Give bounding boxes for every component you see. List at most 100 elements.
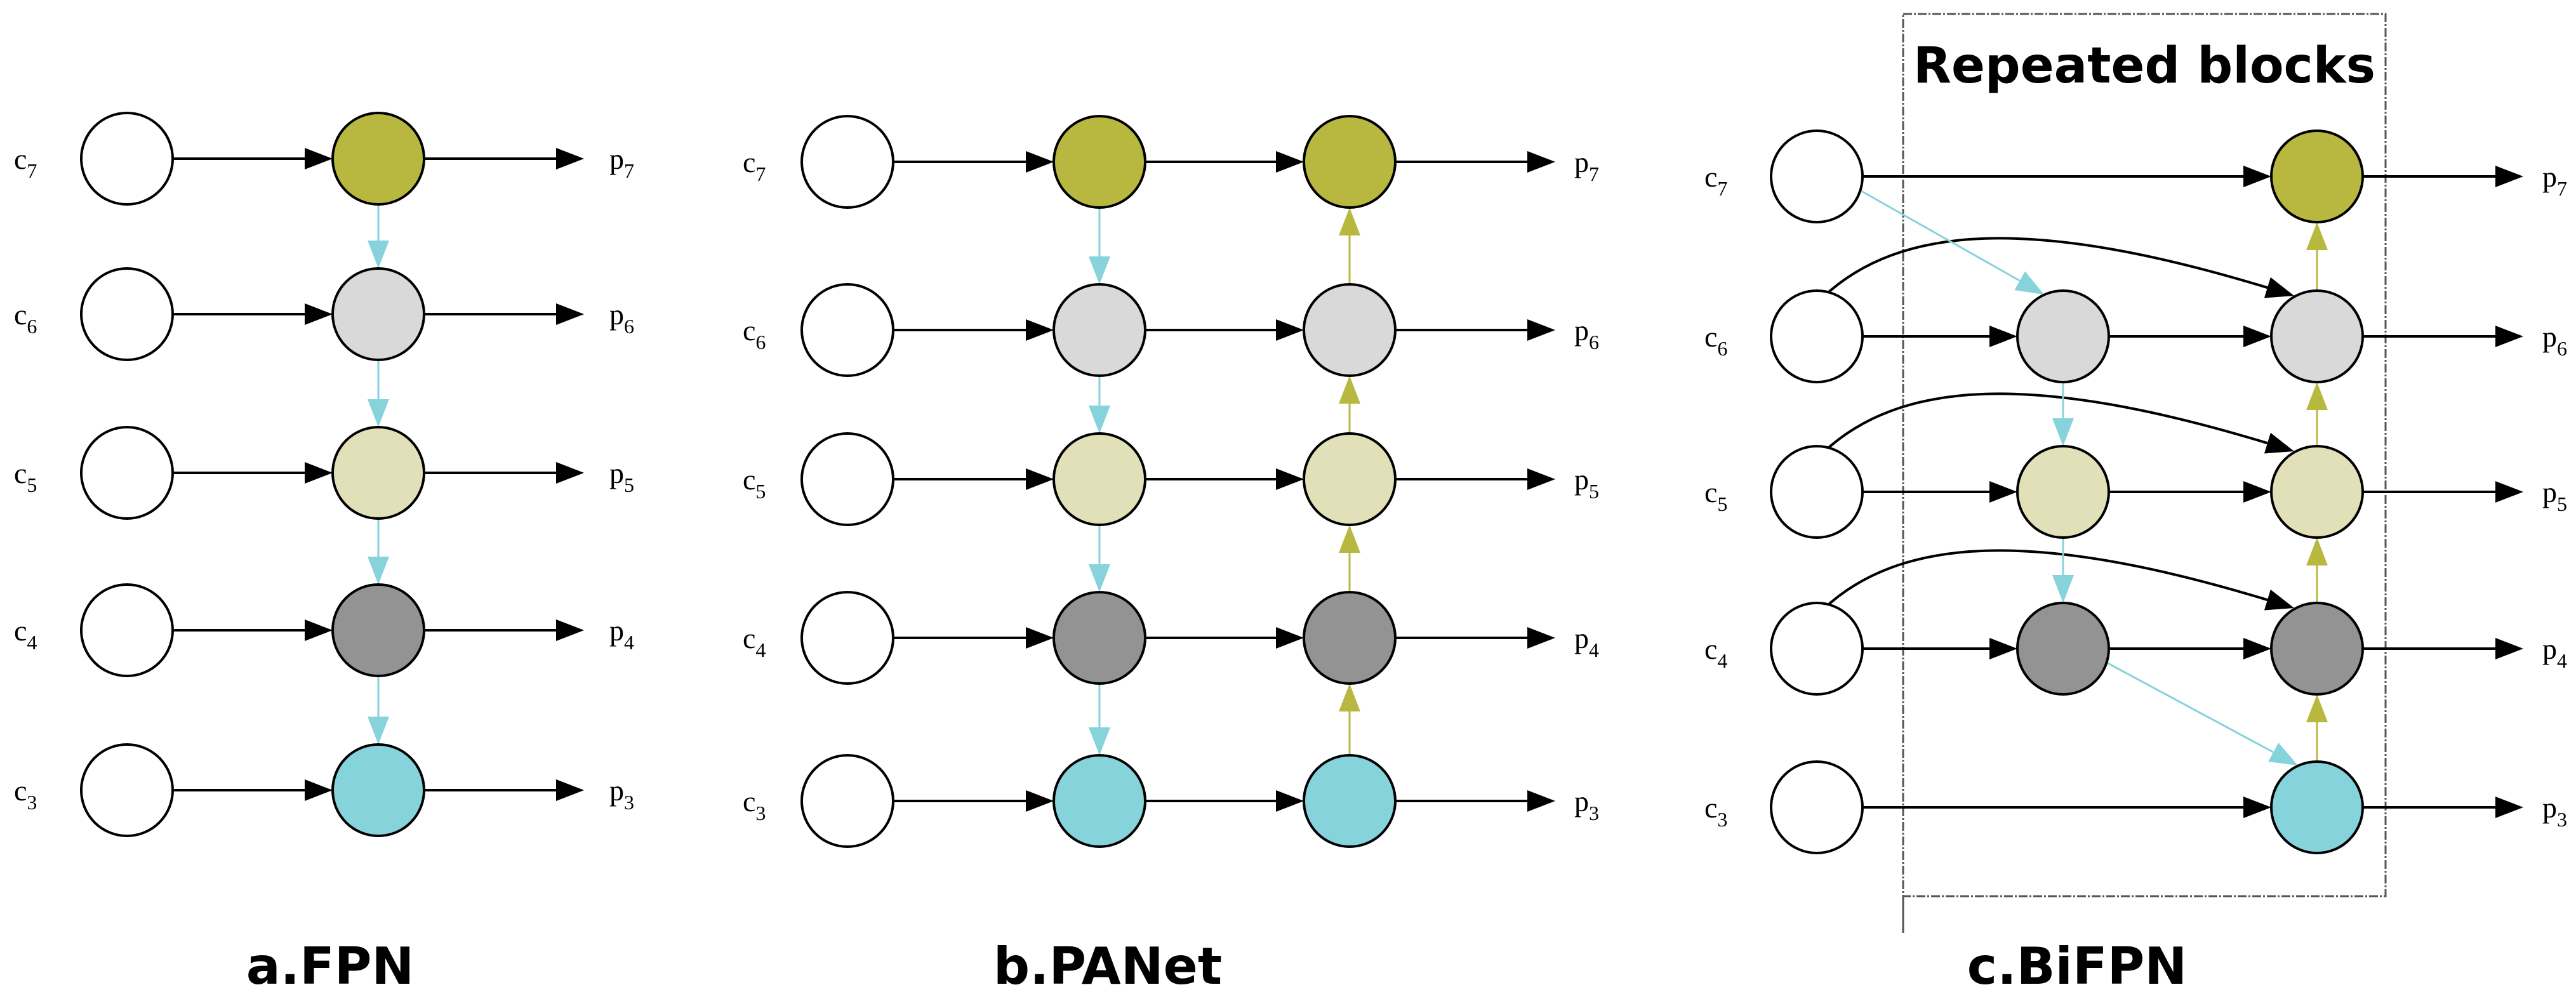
bifpn-lateral-arrow-c3 — [1862, 797, 2271, 818]
panet-input-label-c5: c5 — [743, 463, 766, 503]
panet-lateral-arrow-c4 — [893, 627, 1054, 649]
panet-output-arrow-p3 — [1395, 790, 1555, 812]
bifpn-intermediate-node-c5 — [2016, 445, 2110, 539]
panet-skip-arrow-c5 — [1145, 468, 1304, 490]
bifpn-output-node-p3 — [2270, 760, 2364, 854]
bifpn-intermediate-node-c6 — [2016, 289, 2110, 383]
bifpn-lateral-arrow-c4 — [1862, 638, 2017, 659]
panet-topdown-arrow-0 — [1089, 208, 1110, 284]
bifpn-lateral-arrow-c6 — [1862, 326, 2017, 347]
fpn-input-label-c3: c3 — [14, 774, 37, 814]
bifpn-topdown-arrow-1 — [2052, 382, 2074, 446]
bifpn-output-label-p3: p3 — [2542, 791, 2567, 831]
panet-input-label-c7: c7 — [743, 146, 766, 185]
arrows-layer — [173, 148, 2523, 818]
fpn-lateral-arrow-c7 — [173, 148, 333, 169]
panet-topdown-node-c6 — [1052, 283, 1146, 377]
bifpn-intermediate-node-c4 — [2016, 602, 2110, 696]
repeated-blocks-frame — [1902, 13, 2387, 897]
panet-input-node-c7 — [800, 115, 894, 209]
fpn-input-node-c4 — [80, 583, 174, 677]
bifpn-input-node-c6 — [1770, 289, 1864, 383]
panet-output-arrow-p6 — [1395, 319, 1555, 341]
fpn-output-label-p3: p3 — [609, 774, 634, 814]
panet-output-label-p7: p7 — [1574, 146, 1599, 185]
caption-bifpn: c.BiFPN — [1967, 937, 2187, 996]
fpn-topdown-arrow-3 — [368, 676, 389, 744]
bifpn-input-node-c3 — [1770, 760, 1864, 854]
panet-bottomup-node-p5 — [1303, 432, 1397, 526]
bifpn-output-label-p5: p5 — [2542, 476, 2567, 515]
panet-input-label-c4: c4 — [743, 622, 766, 661]
panet-topdown-node-c7 — [1052, 115, 1146, 209]
fpn-output-label-p7: p7 — [609, 143, 634, 182]
fpn-output-label-p6: p6 — [609, 298, 634, 338]
fpn-lateral-arrow-c3 — [173, 779, 333, 801]
panet-bottomup-node-p3 — [1303, 754, 1397, 848]
panet-bottomup-arrow-0 — [1339, 208, 1360, 284]
fpn-input-label-c5: c5 — [14, 457, 37, 496]
fpn-input-label-c4: c4 — [14, 614, 37, 654]
panet-output-label-p4: p4 — [1574, 622, 1599, 661]
panet-topdown-node-c5 — [1052, 432, 1146, 526]
panet-input-label-c3: c3 — [743, 785, 766, 824]
bifpn-input-label-c7: c7 — [1704, 161, 1727, 200]
repeated-blocks-title: Repeated blocks — [1913, 37, 2375, 95]
fpn-fused-node-p5 — [331, 426, 425, 520]
panet-topdown-arrow-3 — [1089, 684, 1110, 755]
nodes-layer — [80, 112, 2364, 854]
panet-skip-arrow-c6 — [1145, 319, 1304, 341]
panet-bottomup-node-p6 — [1303, 283, 1397, 377]
fpn-output-arrow-p6 — [424, 303, 584, 325]
fpn-input-node-c5 — [80, 426, 174, 520]
bifpn-input-label-c4: c4 — [1704, 633, 1727, 672]
fpn-output-arrow-p7 — [424, 148, 584, 169]
fpn-output-label-p4: p4 — [609, 614, 634, 654]
bifpn-bottomup-arrow-2 — [2306, 538, 2328, 603]
fpn-topdown-arrow-2 — [368, 519, 389, 585]
panet-output-label-p6: p6 — [1574, 314, 1599, 354]
panet-input-node-c6 — [800, 283, 894, 377]
panet-output-label-p5: p5 — [1574, 463, 1599, 503]
fpn-output-arrow-p3 — [424, 779, 584, 801]
fpn-input-node-c6 — [80, 267, 174, 361]
fpn-input-label-c7: c7 — [14, 143, 37, 182]
bifpn-output-label-p7: p7 — [2542, 161, 2567, 200]
bifpn-topdown-diagonal-low — [2104, 660, 2298, 765]
panet-topdown-arrow-2 — [1089, 525, 1110, 592]
bifpn-topdown-diagonal — [1857, 188, 2044, 294]
bifpn-lateral-arrow-c5 — [1862, 481, 2017, 503]
bifpn-input-node-c5 — [1770, 445, 1864, 539]
fpn-input-node-c7 — [80, 112, 174, 206]
caption-fpn: a.FPN — [246, 937, 415, 996]
fpn-output-arrow-p5 — [424, 462, 584, 484]
fpn-fused-node-p7 — [331, 112, 425, 206]
bifpn-output-arrow-p7 — [2363, 166, 2523, 187]
fpn-output-label-p5: p5 — [609, 457, 634, 496]
panet-output-arrow-p4 — [1395, 627, 1555, 649]
bifpn-output-arrow-p6 — [2363, 326, 2523, 347]
bifpn-skip-curve-c4 — [1822, 549, 2294, 611]
panet-skip-arrow-c4 — [1145, 627, 1304, 649]
bifpn-input-node-c7 — [1770, 129, 1864, 223]
panet-skip-arrow-c7 — [1145, 151, 1304, 173]
bifpn-lateral-arrow-c7 — [1862, 166, 2271, 187]
panet-output-arrow-p5 — [1395, 468, 1555, 490]
panet-lateral-arrow-c6 — [893, 319, 1054, 341]
panet-input-node-c4 — [800, 591, 894, 685]
panet-bottomup-arrow-3 — [1339, 684, 1360, 755]
panet-output-arrow-p7 — [1395, 151, 1555, 173]
fpn-input-node-c3 — [80, 743, 174, 837]
bifpn-output-label-p4: p4 — [2542, 633, 2567, 672]
bifpn-mid-arrow-c6 — [2109, 326, 2271, 347]
panet-lateral-arrow-c7 — [893, 151, 1054, 173]
bifpn-output-node-p6 — [2270, 289, 2364, 383]
bifpn-output-arrow-p4 — [2363, 638, 2523, 659]
fpn-output-arrow-p4 — [424, 619, 584, 641]
fpn-topdown-arrow-1 — [368, 360, 389, 427]
panet-bottomup-arrow-2 — [1339, 525, 1360, 592]
panet-topdown-node-c4 — [1052, 591, 1146, 685]
fpn-lateral-arrow-c5 — [173, 462, 333, 484]
fpn-lateral-arrow-c4 — [173, 619, 333, 641]
fpn-fused-node-p3 — [331, 743, 425, 837]
